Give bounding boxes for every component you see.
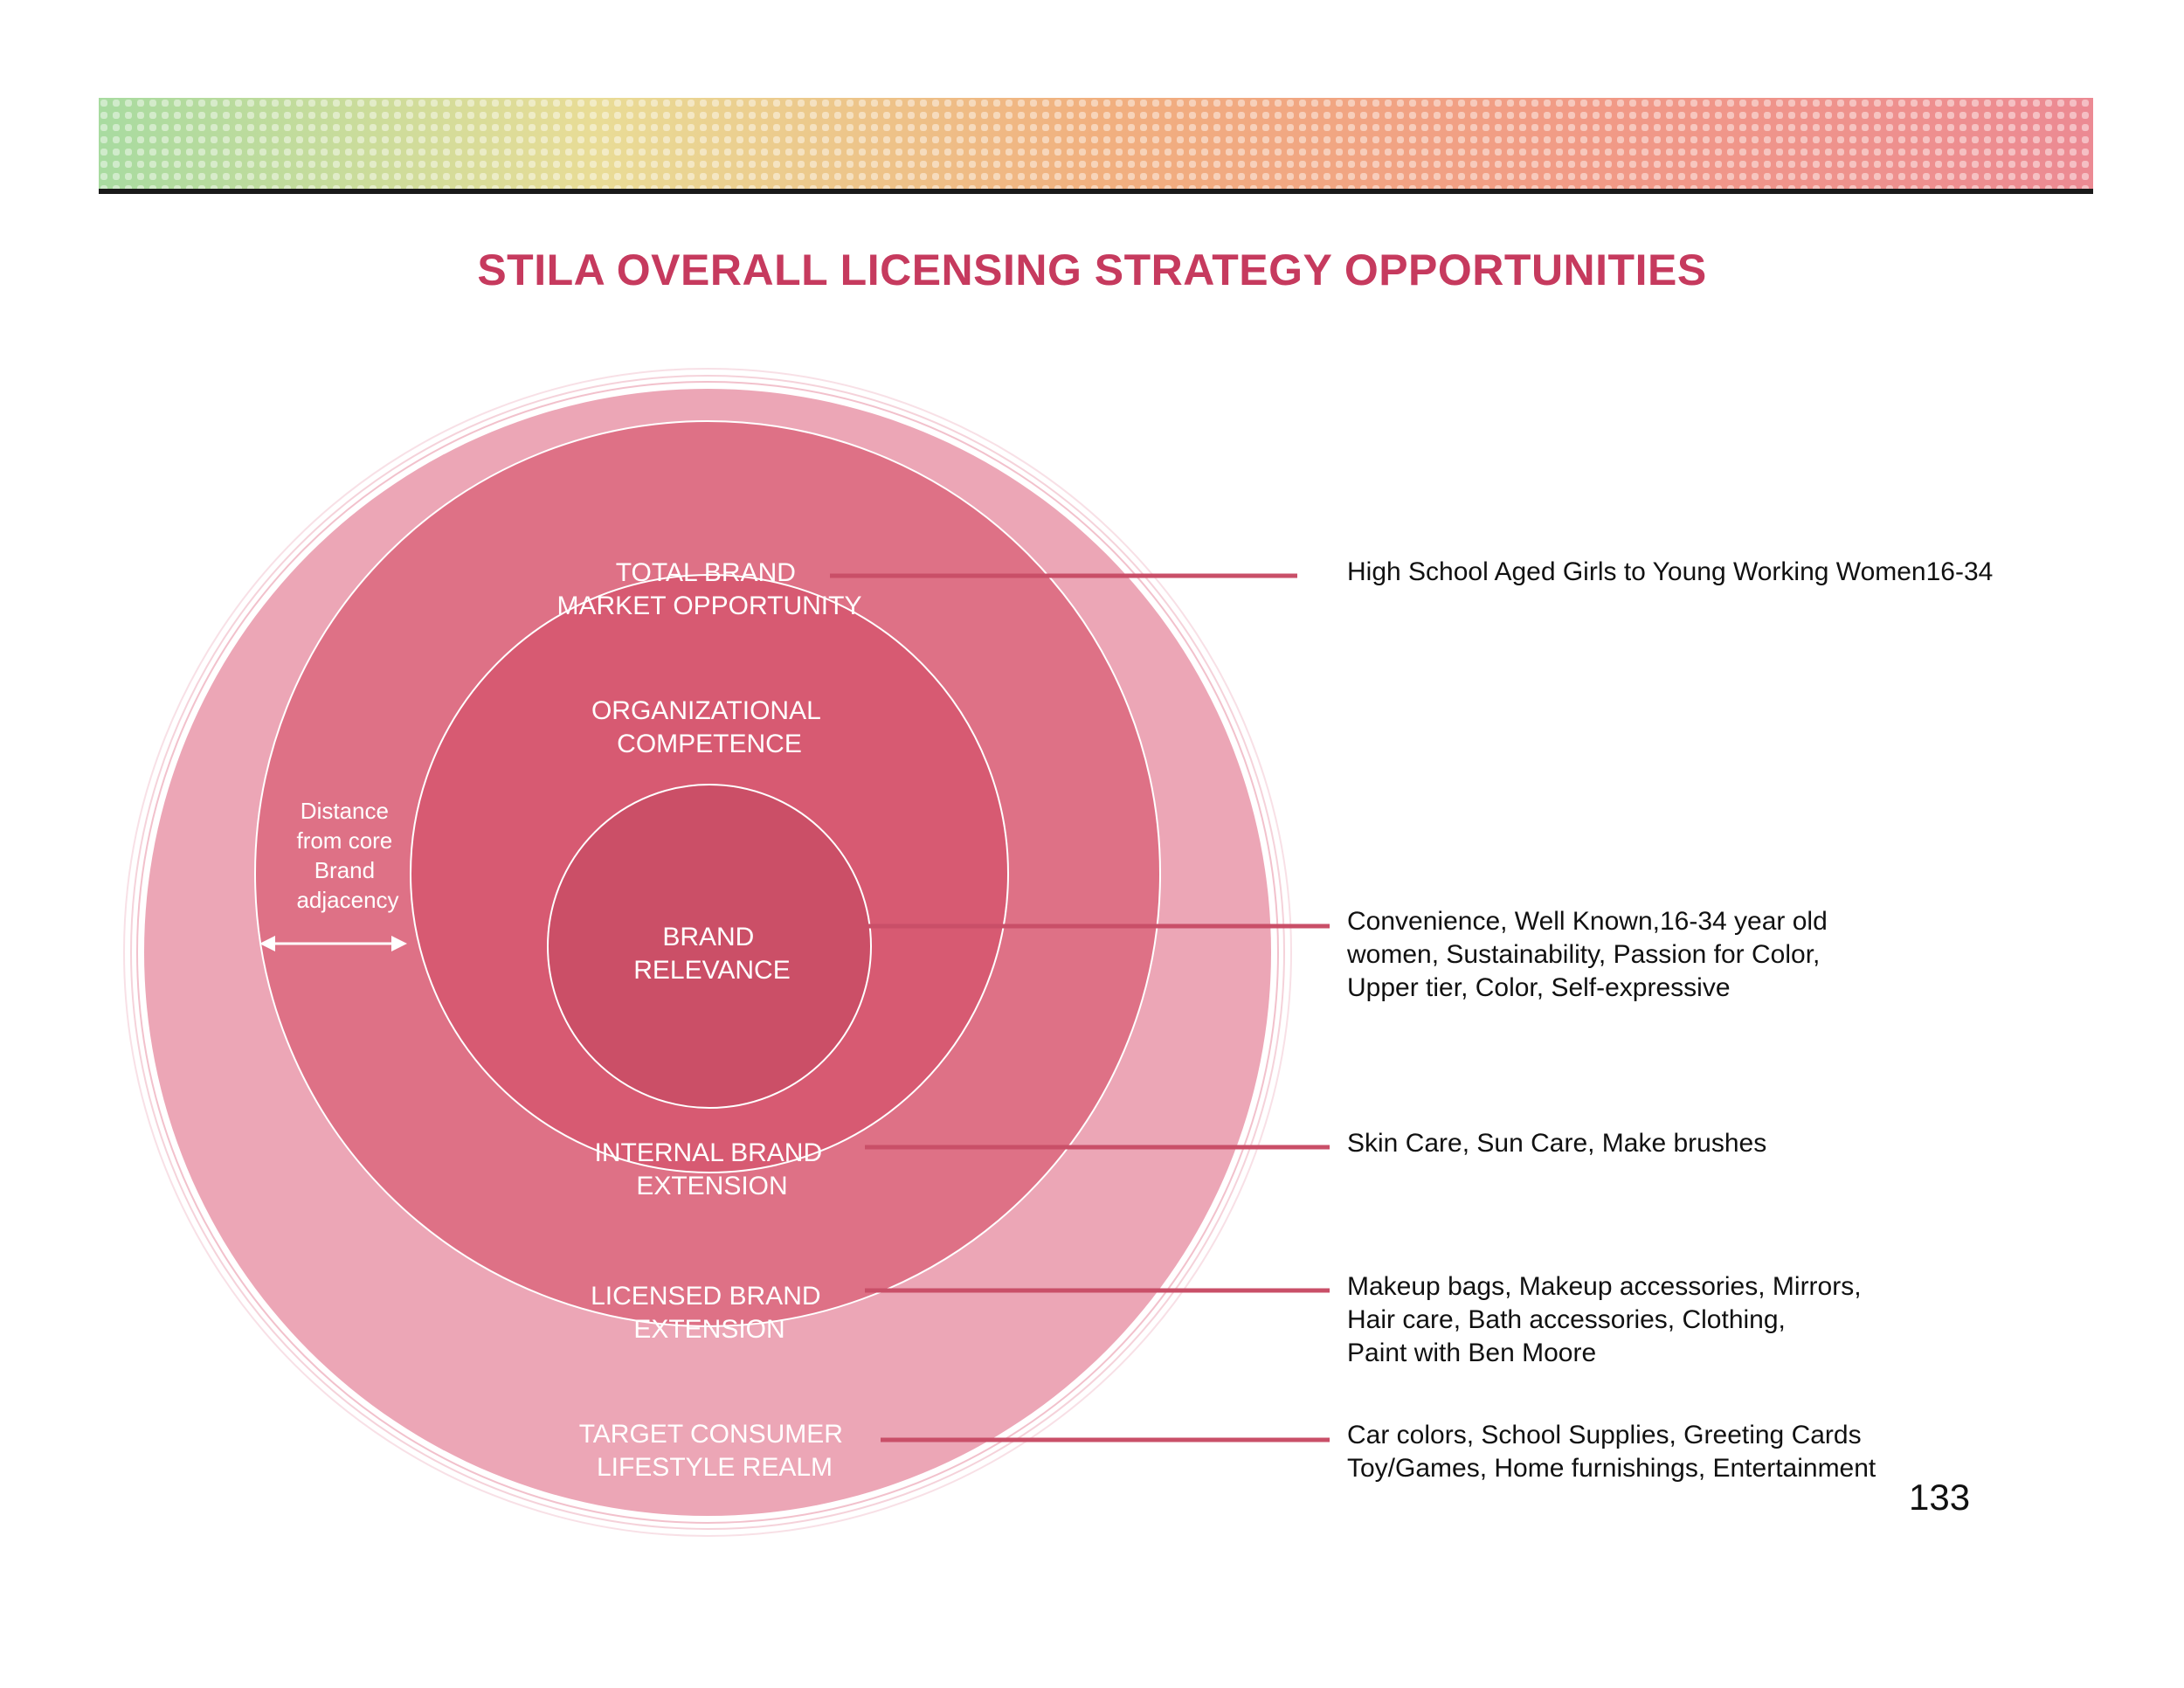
description-internal-brand: Skin Care, Sun Care, Make brushes <box>1347 1127 1766 1160</box>
description-line: Toy/Games, Home furnishings, Entertainme… <box>1347 1454 1876 1483</box>
description-line: Convenience, Well Known,16-34 year old <box>1347 907 1828 936</box>
description-line: Makeup bags, Makeup accessories, Mirrors… <box>1347 1272 1862 1301</box>
outer-halo-ring <box>130 375 1285 1530</box>
ring-brand-relevance <box>547 784 872 1109</box>
description-brand-relevance: Convenience, Well Known,16-34 year old w… <box>1347 905 1828 1005</box>
decorative-banner <box>99 98 2093 192</box>
label-internal-brand: INTERNAL BRAND EXTENSION <box>595 1138 830 1200</box>
description-line: Hair care, Bath accessories, Clothing, <box>1347 1305 1786 1334</box>
outer-halo-ring <box>123 368 1292 1537</box>
label-organizational: ORGANIZATIONAL COMPETENCE <box>591 696 827 758</box>
description-total-brand: High School Aged Girls to Young Working … <box>1347 556 1993 589</box>
description-line: High School Aged Girls to Young Working … <box>1347 557 1994 586</box>
double-arrow-icon <box>259 936 407 951</box>
description-line: Car colors, School Supplies, Greeting Ca… <box>1347 1421 1862 1449</box>
banner-divider <box>99 189 2093 194</box>
distance-from-core-label: Distance from core Brand adjacency <box>296 798 398 913</box>
label-licensed-brand: LICENSED BRAND EXTENSION <box>591 1282 828 1344</box>
outer-halo-ring <box>136 381 1279 1524</box>
description-line: Skin Care, Sun Care, Make brushes <box>1347 1129 1767 1158</box>
description-line: Paint with Ben Moore <box>1347 1339 1597 1367</box>
page-title: STILA OVERALL LICENSING STRATEGY OPPORTU… <box>477 246 1707 294</box>
label-total-brand: TOTAL BRAND MARKET OPPORTUNITY <box>557 558 862 620</box>
description-line: women, Sustainability, Passion for Color… <box>1347 940 1821 969</box>
description-licensed-brand: Makeup bags, Makeup accessories, Mirrors… <box>1347 1270 1862 1370</box>
description-line: Upper tier, Color, Self-expressive <box>1347 973 1731 1002</box>
description-target-consumer: Car colors, School Supplies, Greeting Ca… <box>1347 1419 1876 1485</box>
label-target-consumer: TARGET CONSUMER LIFESTYLE REALM <box>579 1420 851 1482</box>
label-brand-relevance: BRAND RELEVANCE <box>633 923 791 985</box>
page-number: 133 <box>1909 1477 1971 1518</box>
